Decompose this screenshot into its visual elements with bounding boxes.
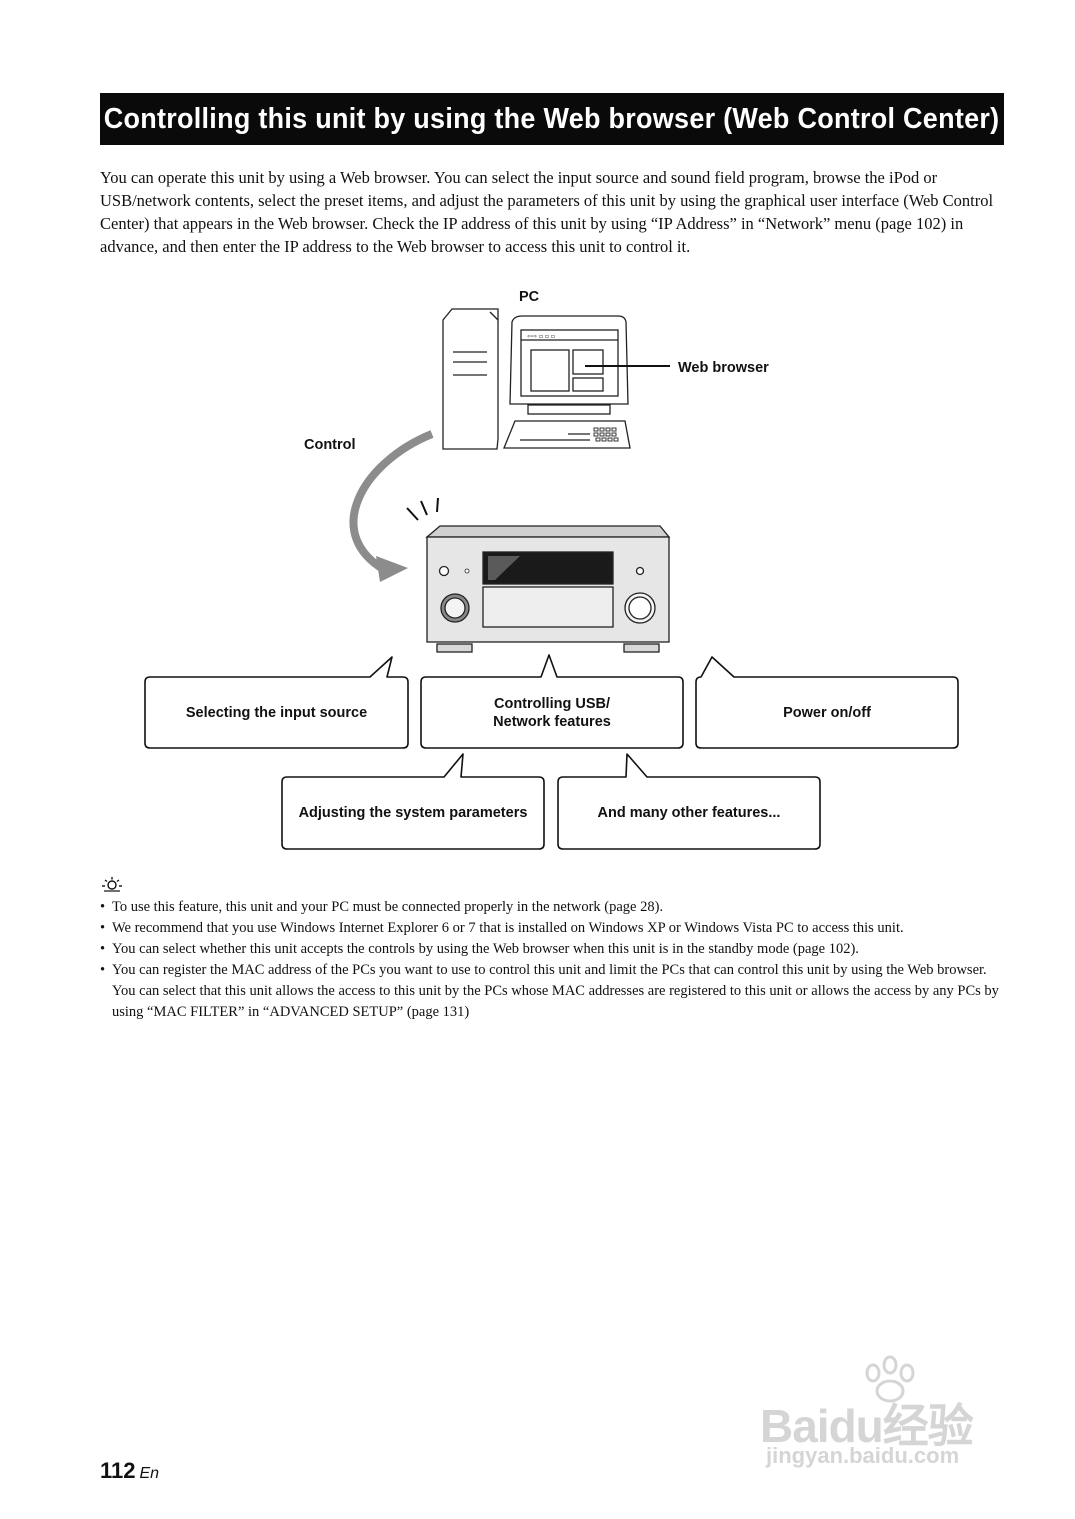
page-title: Controlling this unit by using the Web b… bbox=[100, 93, 1004, 145]
web-browser-label: Web browser bbox=[678, 360, 769, 376]
power-label: Power on/off bbox=[783, 704, 871, 721]
watermark-url: jingyan.baidu.com bbox=[766, 1443, 960, 1468]
pc-label: PC bbox=[519, 289, 540, 305]
note-item: We recommend that you use Windows Intern… bbox=[100, 918, 1004, 939]
bubble-usb-network bbox=[420, 654, 684, 749]
input-source-label: Selecting the input source bbox=[185, 704, 368, 721]
watermark: Baidu经验 jingyan.baidu.com bbox=[760, 1355, 1020, 1485]
page-title-text: Controlling this unit by using the Web b… bbox=[104, 102, 1000, 135]
av-receiver-icon bbox=[425, 525, 671, 653]
note-item: You can register the MAC address of the … bbox=[100, 960, 1004, 1023]
svg-text:⇦⇨ ▫ ▫ ▫: ⇦⇨ ▫ ▫ ▫ bbox=[527, 333, 555, 340]
monitor-icon: ⇦⇨ ▫ ▫ ▫ bbox=[509, 315, 629, 415]
system-params-label-wrap: Adjusting the system parameters bbox=[282, 777, 544, 849]
many-other-label-wrap: And many other features... bbox=[558, 777, 820, 849]
intro-paragraph: You can operate this unit by using a Web… bbox=[100, 168, 994, 256]
signal-icon bbox=[406, 497, 439, 521]
bubble-system-params bbox=[281, 753, 545, 850]
page-number-value: 112 bbox=[100, 1458, 136, 1483]
many-other-label: And many other features... bbox=[597, 805, 781, 821]
usb-network-label: Controlling USB/ Network features bbox=[493, 695, 611, 730]
control-arrow-icon bbox=[349, 430, 434, 582]
tip-lightbulb-icon bbox=[102, 877, 122, 892]
input-source-label-wrap: Selecting the input source bbox=[145, 677, 408, 748]
pc-tower-icon bbox=[442, 308, 499, 450]
paw-logo-icon bbox=[865, 1355, 915, 1403]
notes-list: To use this feature, this unit and your … bbox=[100, 897, 1004, 1023]
usb-network-label-wrap: Controlling USB/ Network features bbox=[421, 677, 683, 748]
keyboard-icon bbox=[503, 420, 631, 449]
note-item: You can select whether this unit accepts… bbox=[100, 939, 1004, 960]
system-params-label: Adjusting the system parameters bbox=[298, 805, 528, 821]
bubble-input-source bbox=[144, 656, 409, 749]
bubble-many-other bbox=[557, 753, 821, 850]
page-language: En bbox=[139, 1465, 160, 1482]
watermark-brand: Baidu经验 bbox=[760, 1400, 974, 1452]
control-label: Control bbox=[304, 437, 356, 453]
note-item: To use this feature, this unit and your … bbox=[100, 897, 1004, 918]
bubble-power bbox=[695, 656, 959, 749]
power-label-wrap: Power on/off bbox=[696, 677, 958, 748]
